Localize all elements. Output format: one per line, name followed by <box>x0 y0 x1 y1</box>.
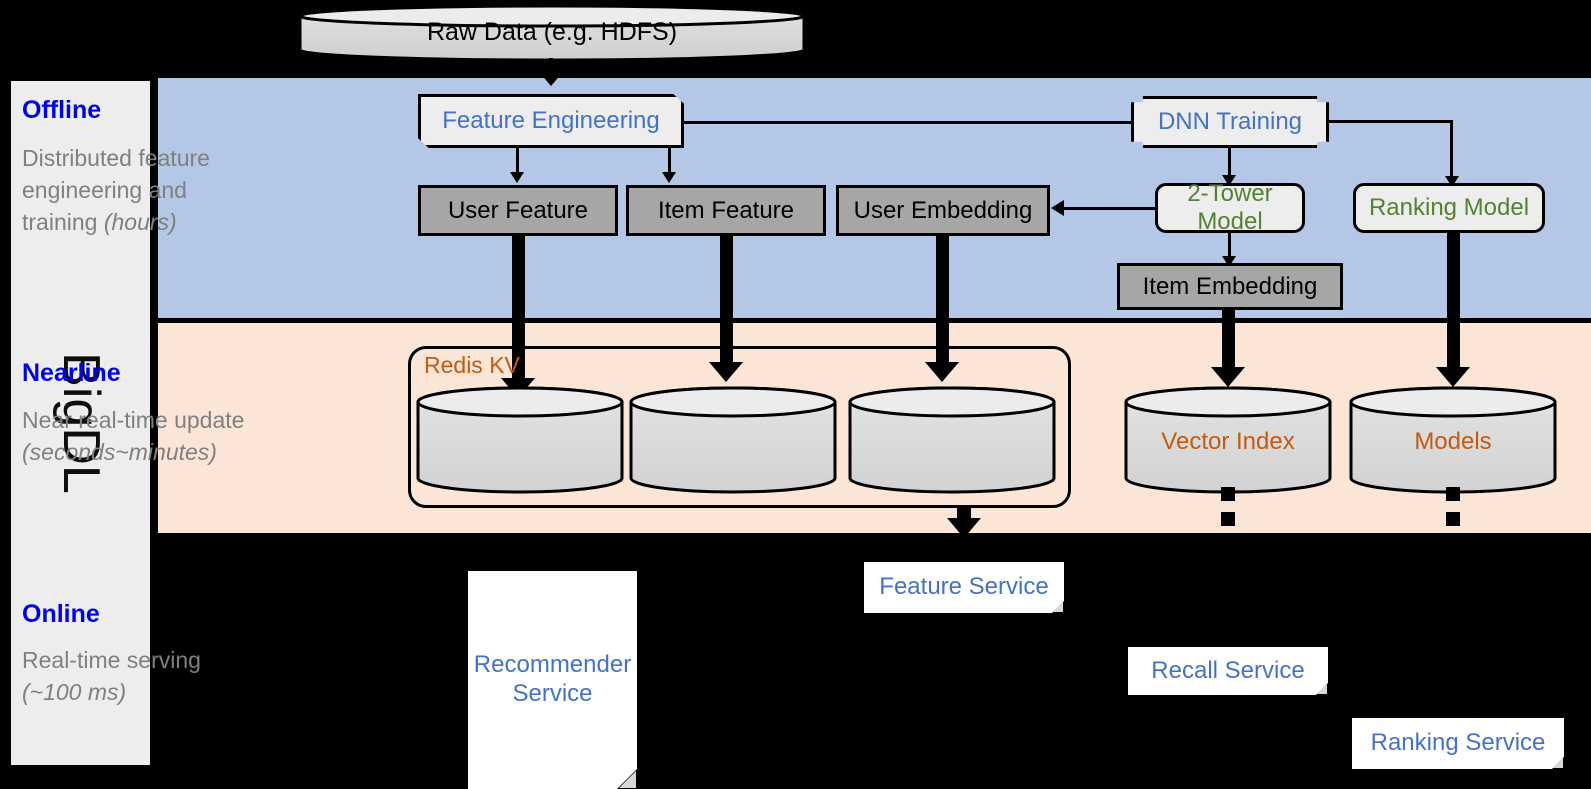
user-feature-box[interactable]: User Feature <box>418 185 618 236</box>
pipe-userfeature-redis <box>512 236 525 391</box>
recommender-service-box[interactable]: Recommender Service <box>468 571 637 789</box>
dnn-training-box[interactable]: DNN Training <box>1131 96 1329 148</box>
layer-subtitle-nearline-italic: (seconds~minutes) <box>22 439 217 465</box>
connector-fe-userfeature-arrowhead <box>510 172 524 183</box>
page-fold-inner-icon <box>1553 758 1563 768</box>
page-fold-inner-icon <box>619 771 636 788</box>
layer-subtitle-nearline-main: Near real-time update <box>22 407 245 433</box>
feature-engineering-label: Feature Engineering <box>442 107 660 135</box>
user-embedding-label: User Embedding <box>853 196 1033 224</box>
recommender-service-label: Recommender Service <box>473 651 632 707</box>
two-tower-model-box[interactable]: 2-Tower Model <box>1155 180 1305 235</box>
pipe-itemfeature-redis <box>720 236 733 373</box>
item-embedding-label: Item Embedding <box>1142 272 1318 300</box>
item-feature-label: Item Feature <box>657 196 795 224</box>
user-feature-label: User Feature <box>447 196 589 224</box>
layer-subtitle-online: Real-time serving (~100 ms) <box>22 644 252 708</box>
pipe-rankingmodel-models-arrowhead <box>1436 367 1470 387</box>
recall-service-label: Recall Service <box>1151 656 1305 684</box>
vector-index-cylinder[interactable]: Vector Index <box>1124 386 1332 496</box>
item-embedding-box[interactable]: Item Embedding <box>1117 263 1343 310</box>
recall-service-box[interactable]: Recall Service <box>1128 647 1328 695</box>
pipe-itemembedding-vectorindex <box>1222 310 1235 378</box>
page-fold-inner-icon <box>1053 602 1063 612</box>
bigdl-platform-rail: BigDL <box>8 78 153 768</box>
feature-service-label: Feature Service <box>879 573 1049 601</box>
layer-subtitle-nearline: Near real-time update (seconds~minutes) <box>22 404 252 468</box>
connector-fe-itemfeature-arrowhead <box>662 172 676 183</box>
layer-subtitle-online-italic: (~100 ms) <box>22 679 127 705</box>
connector-dnn-twotower-arrowhead <box>1222 175 1236 186</box>
user-embedding-box[interactable]: User Embedding <box>836 185 1050 236</box>
pipe-redis-featureservice-arrowhead <box>947 518 981 538</box>
connector-fe-userfeature <box>516 148 519 176</box>
pipe-vectorindex-recall-stub1 <box>1221 487 1235 501</box>
connector-fe-dnn <box>684 121 1137 124</box>
redis-kv-container <box>408 346 1071 508</box>
pipe-models-ranking-stub1 <box>1446 487 1460 501</box>
pipe-userembedding-redis <box>936 236 949 373</box>
layer-subtitle-online-main: Real-time serving <box>22 647 201 673</box>
redis-cylinder-item-feature[interactable] <box>629 386 837 496</box>
page-fold-inner-icon <box>1317 684 1327 694</box>
connector-dnn-twotower <box>1228 148 1231 178</box>
connector-dnn-ranking-h <box>1329 120 1453 123</box>
raw-data-cylinder: Raw Data (e.g. HDFS) <box>298 4 806 62</box>
connector-twotower-userembedding-arrowhead <box>1051 200 1064 216</box>
connector-rawdata-fe-arrowhead <box>534 66 568 86</box>
layer-subtitle-offline: Distributed feature engineering and trai… <box>22 142 252 238</box>
layer-subtitle-offline-main: Distributed feature engineering and trai… <box>22 145 210 235</box>
connector-twotower-userembedding <box>1064 207 1156 210</box>
item-feature-box[interactable]: Item Feature <box>626 185 826 236</box>
redis-cylinder-user-feature[interactable] <box>416 386 624 496</box>
pipe-userembedding-redis-arrowhead <box>925 362 959 382</box>
dnn-training-label: DNN Training <box>1157 108 1303 136</box>
redis-kv-label: Redis KV <box>424 352 520 378</box>
redis-cylinder-user-embedding[interactable] <box>848 386 1056 496</box>
ranking-service-label: Ranking Service <box>1370 729 1546 757</box>
connector-twotower-itememb-arrowhead <box>1222 256 1236 267</box>
connector-twotower-itememb <box>1228 233 1231 261</box>
pipe-vectorindex-recall-stub2 <box>1221 512 1235 526</box>
pipe-itemembedding-vectorindex-arrowhead <box>1211 367 1245 387</box>
connector-dnn-ranking-v <box>1450 120 1453 178</box>
layer-subtitle-offline-italic: (hours) <box>103 209 177 235</box>
pipe-models-ranking-stub2 <box>1446 512 1460 526</box>
feature-engineering-box[interactable]: Feature Engineering <box>418 94 684 148</box>
ranking-service-box[interactable]: Ranking Service <box>1352 718 1564 769</box>
ranking-model-label: Ranking Model <box>1368 194 1530 222</box>
models-cylinder[interactable]: Models <box>1349 386 1557 496</box>
feature-service-box[interactable]: Feature Service <box>864 562 1064 613</box>
pipe-rankingmodel-models <box>1447 233 1460 378</box>
ranking-model-box[interactable]: Ranking Model <box>1353 183 1545 233</box>
layer-title-offline: Offline <box>22 96 102 124</box>
connector-rawdata-fe <box>549 58 553 72</box>
pipe-itemfeature-redis-arrowhead <box>709 362 743 382</box>
layer-title-online: Online <box>22 600 100 628</box>
connector-fe-itemfeature <box>668 148 671 176</box>
two-tower-model-label: 2-Tower Model <box>1187 180 1273 235</box>
layer-title-nearline: Nearline <box>22 359 121 387</box>
connector-dnn-ranking-arrowhead <box>1445 176 1459 187</box>
